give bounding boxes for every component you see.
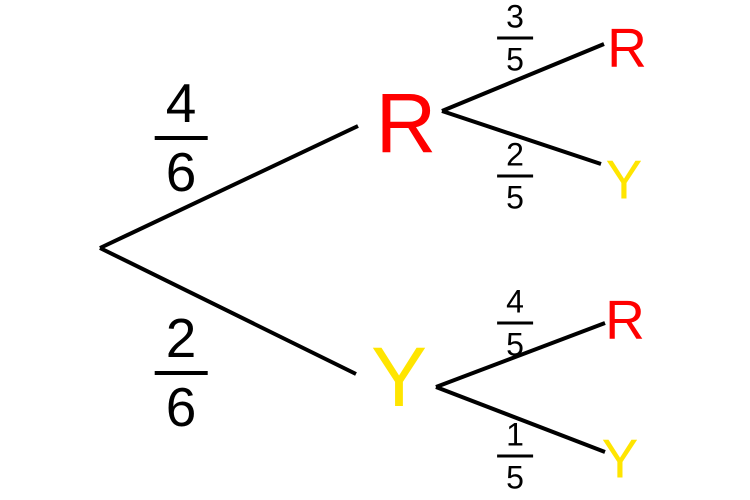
branch-root-to-red xyxy=(99,124,359,250)
fraction-denominator: 5 xyxy=(506,459,524,496)
probability-first-yellow: 2 6 xyxy=(154,311,208,438)
fraction-numerator: 2 xyxy=(497,139,533,178)
node-yellow-then-red: R xyxy=(605,288,645,351)
probability-yellow-then-yellow: 1 5 xyxy=(497,419,533,494)
fraction-numerator: 3 xyxy=(497,1,533,40)
node-first-pick-red: R xyxy=(375,76,437,170)
branch-yellow-to-red xyxy=(435,321,606,389)
fraction-denominator: 5 xyxy=(506,41,524,78)
fraction-denominator: 6 xyxy=(165,141,197,203)
branch-red-to-red xyxy=(441,42,605,113)
node-red-then-yellow: Y xyxy=(605,148,643,211)
node-first-pick-yellow: Y xyxy=(370,330,428,424)
probability-first-red: 4 6 xyxy=(154,76,208,203)
node-yellow-then-yellow: Y xyxy=(601,427,639,490)
probability-red-then-yellow: 2 5 xyxy=(497,139,533,214)
fraction-numerator: 2 xyxy=(154,311,208,375)
branch-red-to-yellow xyxy=(441,109,602,166)
branch-root-to-yellow xyxy=(99,246,357,376)
fraction-numerator: 4 xyxy=(497,286,533,325)
branch-yellow-to-yellow xyxy=(435,385,606,454)
probability-yellow-then-red: 4 5 xyxy=(497,286,533,361)
fraction-numerator: 4 xyxy=(154,76,208,140)
fraction-denominator: 6 xyxy=(165,376,197,438)
node-red-then-red: R xyxy=(607,16,647,79)
fraction-denominator: 5 xyxy=(506,179,524,216)
fraction-denominator: 5 xyxy=(506,326,524,363)
fraction-numerator: 1 xyxy=(497,419,533,458)
probability-red-then-red: 3 5 xyxy=(497,1,533,76)
